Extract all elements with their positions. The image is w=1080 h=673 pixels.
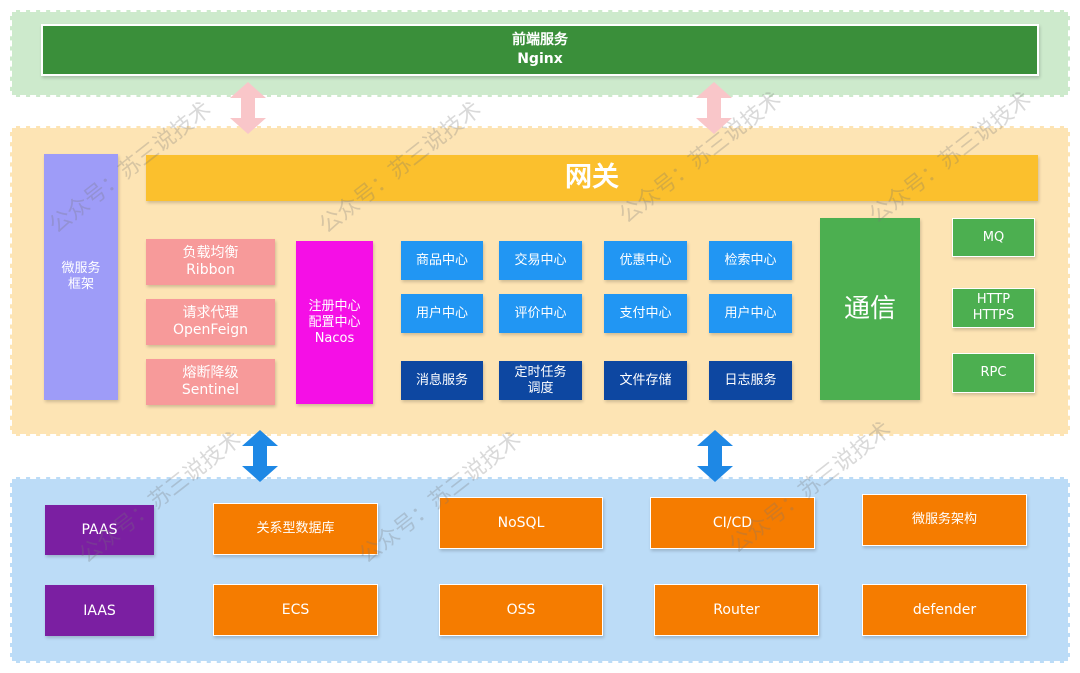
service-box: 检索中心 bbox=[709, 241, 792, 280]
service-box: 优惠中心 bbox=[604, 241, 687, 280]
nacos-registry-config: 注册中心 配置中心 Nacos bbox=[296, 241, 373, 404]
framework-label-line1: 微服务 bbox=[61, 261, 101, 276]
nacos-line2: 配置中心 bbox=[308, 314, 361, 330]
service-label: 交易中心 bbox=[514, 252, 567, 268]
protocol-label: RPC bbox=[980, 365, 1007, 380]
service-label: 商品中心 bbox=[415, 252, 468, 268]
infra-label: PAAS bbox=[81, 522, 118, 538]
microservice-framework: 微服务 框架 bbox=[44, 154, 118, 400]
infra-box: Router bbox=[654, 584, 819, 636]
service-box: 支付中心 bbox=[604, 294, 687, 333]
protocol-label: MQ bbox=[982, 229, 1005, 245]
service-label: 支付中心 bbox=[619, 305, 672, 321]
infra-label: IAAS bbox=[83, 602, 116, 619]
nacos-line1: 注册中心 bbox=[308, 298, 361, 314]
communication-label: 通信 bbox=[843, 294, 896, 324]
communication-box: 通信 bbox=[820, 218, 920, 400]
infra-label: CI/CD bbox=[712, 515, 753, 531]
sentinel-line2: Sentinel bbox=[181, 382, 240, 398]
nacos-line3: Nacos bbox=[314, 330, 355, 346]
service-label: 消息服务 bbox=[415, 372, 468, 388]
frontend-subtitle: Nginx bbox=[517, 51, 563, 67]
infra-label: 关系型数据库 bbox=[256, 521, 335, 536]
request-proxy-openfeign: 请求代理 OpenFeign bbox=[146, 299, 275, 345]
protocol-mq: MQ bbox=[952, 218, 1035, 257]
service-label: 文件存储 bbox=[619, 372, 672, 388]
infra-label: Router bbox=[713, 602, 760, 618]
service-box: 用户中心 bbox=[709, 294, 792, 333]
openfeign-line2: OpenFeign bbox=[173, 322, 248, 338]
protocol-label-line2: HTTPS bbox=[972, 308, 1015, 323]
ribbon-line2: Ribbon bbox=[186, 262, 235, 278]
protocol-rpc: RPC bbox=[952, 353, 1035, 393]
infra-paas: PAAS bbox=[45, 505, 154, 555]
gateway-bar: 网关 bbox=[146, 155, 1038, 201]
service-box: 文件存储 bbox=[604, 361, 687, 400]
infra-box: 微服务架构 bbox=[862, 494, 1027, 546]
service-box: 交易中心 bbox=[499, 241, 582, 280]
service-box: 日志服务 bbox=[709, 361, 792, 400]
service-label: 评价中心 bbox=[514, 305, 567, 321]
service-box: 定时任务 调度 bbox=[499, 361, 582, 400]
service-label-line1: 定时任务 bbox=[514, 364, 567, 380]
service-label-line2: 调度 bbox=[527, 380, 554, 396]
frontend-nginx-bar: 前端服务 Nginx bbox=[41, 24, 1039, 76]
sentinel-line1: 熔断降级 bbox=[182, 365, 239, 381]
service-box: 消息服务 bbox=[401, 361, 483, 400]
infra-box: CI/CD bbox=[650, 497, 815, 549]
service-label: 日志服务 bbox=[724, 372, 777, 388]
service-label: 优惠中心 bbox=[619, 252, 672, 268]
service-box: 用户中心 bbox=[401, 294, 483, 333]
infra-box: OSS bbox=[439, 584, 603, 636]
protocol-http: HTTP HTTPS bbox=[952, 288, 1035, 328]
infra-box: 关系型数据库 bbox=[213, 503, 378, 555]
frontend-title: 前端服务 bbox=[512, 32, 568, 48]
infra-label: defender bbox=[912, 602, 977, 618]
ribbon-line1: 负载均衡 bbox=[182, 245, 239, 261]
service-label: 用户中心 bbox=[415, 305, 468, 321]
circuit-breaker-sentinel: 熔断降级 Sentinel bbox=[146, 359, 275, 405]
service-label: 检索中心 bbox=[724, 252, 777, 268]
infra-label: 微服务架构 bbox=[911, 512, 977, 527]
gateway-infra-arrow-right bbox=[697, 430, 733, 482]
frontend-gateway-arrow-right bbox=[696, 82, 732, 134]
infra-label: NoSQL bbox=[497, 515, 545, 531]
infra-label: OSS bbox=[506, 602, 536, 618]
service-label: 用户中心 bbox=[724, 305, 777, 321]
infra-iaas: IAAS bbox=[45, 585, 154, 636]
infra-label: ECS bbox=[281, 602, 310, 618]
service-box: 评价中心 bbox=[499, 294, 582, 333]
service-box: 商品中心 bbox=[401, 241, 483, 280]
frontend-gateway-arrow-left bbox=[230, 82, 266, 134]
protocol-label-line1: HTTP bbox=[976, 292, 1011, 307]
gateway-infra-arrow-left bbox=[242, 430, 278, 482]
infra-box: defender bbox=[862, 584, 1027, 636]
framework-label-line2: 框架 bbox=[67, 277, 94, 292]
infra-box: NoSQL bbox=[439, 497, 603, 549]
infra-box: ECS bbox=[213, 584, 378, 636]
gateway-label: 网关 bbox=[565, 162, 619, 193]
openfeign-line1: 请求代理 bbox=[182, 305, 239, 321]
load-balance-ribbon: 负载均衡 Ribbon bbox=[146, 239, 275, 285]
